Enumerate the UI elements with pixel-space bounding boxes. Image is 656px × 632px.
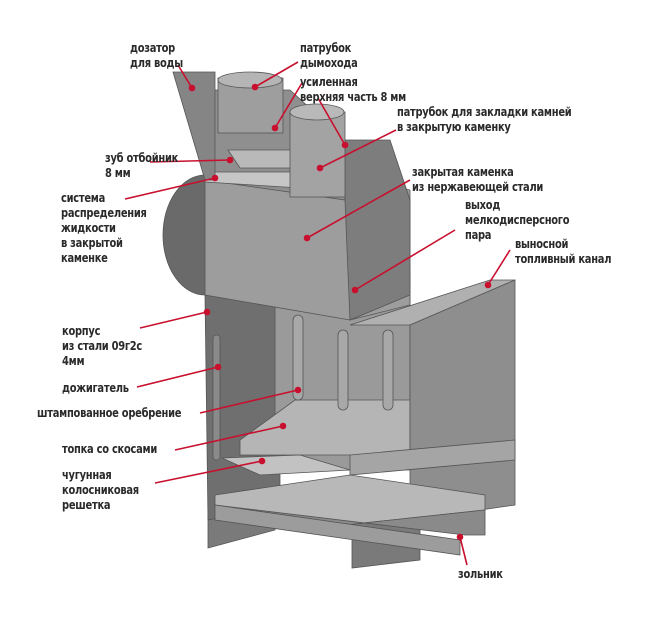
leader-steam-outlet bbox=[354, 229, 456, 291]
label-line: патрубок для закладки камней bbox=[397, 104, 572, 119]
grate-plate bbox=[221, 454, 351, 476]
label-closed-heater: закрытая каменка из нержавеющей стали bbox=[412, 164, 543, 194]
label-line: штампованное оребрение bbox=[37, 405, 182, 420]
label-line: выносной bbox=[515, 236, 569, 251]
label-fuel-channel: выносной топливный канал bbox=[515, 236, 611, 266]
label-line: корпус bbox=[62, 323, 101, 338]
rib bbox=[292, 314, 304, 401]
label-line: топка со скосами bbox=[62, 441, 158, 456]
leader-firebox bbox=[174, 425, 284, 451]
label-deflector-tooth: зуб отбойник 8 мм bbox=[105, 150, 178, 180]
label-line: зольник bbox=[458, 566, 503, 581]
label-line: жидкости bbox=[61, 220, 116, 235]
label-line: 8 мм bbox=[105, 165, 131, 180]
label-line: патрубок bbox=[300, 40, 352, 55]
leader-stamped-ribbing bbox=[199, 389, 299, 414]
leader-closed-heater bbox=[306, 179, 411, 239]
label-line: мелкодисперсного bbox=[465, 212, 570, 227]
label-line: из стали 09г2с bbox=[62, 338, 143, 353]
label-stone-loading-pipe: патрубок для закладки камней в закрытую … bbox=[397, 104, 572, 134]
label-water-dispenser: дозатор для воды bbox=[130, 40, 183, 70]
label-line: для воды bbox=[130, 55, 183, 70]
leader-reinforced-top-2 bbox=[317, 97, 346, 146]
chimney-pipe-top bbox=[217, 71, 283, 89]
leader-deflector-tooth bbox=[149, 159, 231, 163]
leader-ash-pan bbox=[459, 536, 468, 566]
ash-pan-face bbox=[214, 504, 461, 556]
leader-water-dispenser bbox=[177, 64, 193, 89]
label-line: решетка bbox=[62, 497, 111, 512]
fuel-channel-bottom bbox=[349, 439, 516, 476]
label-line: колосниковая bbox=[62, 482, 139, 497]
label-chimney-pipe: патрубок дымохода bbox=[300, 40, 358, 70]
label-line: в закрытой bbox=[61, 235, 123, 250]
label-line: дымохода bbox=[300, 55, 358, 70]
label-line: каменке bbox=[61, 250, 108, 265]
label-line: распределения bbox=[61, 205, 147, 220]
rib bbox=[337, 329, 349, 411]
label-line: дожигатель bbox=[62, 380, 129, 395]
leader-reinforced-top bbox=[274, 82, 303, 129]
stone-pipe-top bbox=[289, 103, 345, 121]
label-line: чугунная bbox=[62, 467, 112, 482]
label-line: закрытая каменка bbox=[412, 164, 514, 179]
label-line: верхняя часть 8 мм bbox=[300, 89, 406, 104]
label-liquid-distribution: система распределения жидкости в закрыто… bbox=[61, 190, 147, 265]
label-line: 4мм bbox=[62, 353, 85, 368]
label-line: выход bbox=[465, 197, 501, 212]
rib bbox=[382, 329, 394, 411]
leader-body bbox=[139, 311, 208, 329]
label-reinforced-top: усиленная верхняя часть 8 мм bbox=[300, 74, 406, 104]
label-line: из нержавеющей стали bbox=[412, 179, 544, 194]
label-firebox: топка со скосами bbox=[62, 441, 157, 456]
label-body: корпус из стали 09г2с 4мм bbox=[62, 323, 142, 368]
label-grate: чугунная колосниковая решетка bbox=[62, 467, 139, 512]
label-stamped-ribbing: штампованное оребрение bbox=[37, 405, 181, 420]
label-ash-pan: зольник bbox=[458, 566, 503, 581]
label-steam-outlet: выход мелкодисперсного пара bbox=[465, 197, 570, 242]
leader-grate bbox=[154, 460, 263, 484]
label-afterburner: дожигатель bbox=[62, 380, 129, 395]
leader-fuel-channel bbox=[487, 249, 511, 286]
label-line: в закрытую каменку bbox=[397, 119, 511, 134]
label-line: зуб отбойник bbox=[105, 150, 179, 165]
stone-loading-pipe bbox=[289, 111, 346, 198]
label-line: пара bbox=[465, 227, 492, 242]
label-line: дозатор bbox=[130, 40, 176, 55]
leader-afterburner bbox=[136, 366, 219, 388]
label-line: топливный канал bbox=[515, 251, 612, 266]
leader-stone-loading-pipe bbox=[319, 129, 397, 169]
label-line: система bbox=[61, 190, 106, 205]
leader-chimney-pipe bbox=[254, 61, 299, 88]
leader-liquid-distribution bbox=[124, 177, 216, 200]
label-line: усиленная bbox=[300, 74, 358, 89]
